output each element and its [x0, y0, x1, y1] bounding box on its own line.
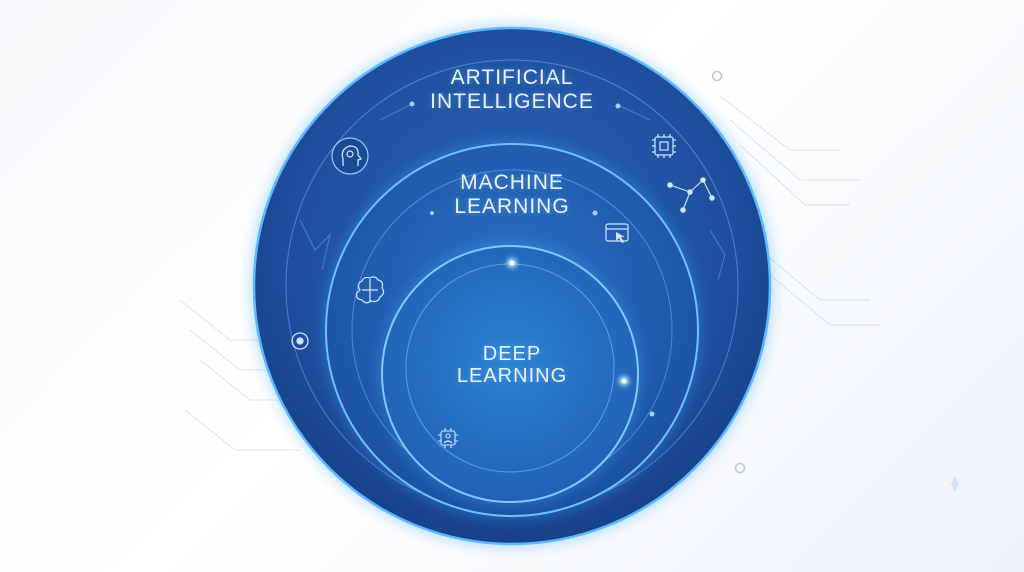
browser-cursor-icon	[605, 223, 629, 243]
ring-label-line: LEARNING	[454, 194, 570, 218]
ring-label-line: INTELLIGENCE	[430, 89, 594, 113]
decorative-ring-dot	[734, 462, 746, 474]
ring-deep-learning	[381, 245, 639, 503]
ring-label-line: ARTIFICIAL	[450, 66, 574, 89]
decorative-ring-dot	[711, 70, 723, 82]
robot-chip-icon	[438, 428, 458, 448]
ring-label-deep-learning: DEEP LEARNING	[432, 343, 592, 388]
glow-dots	[409, 101, 655, 417]
ring-label-artificial-intelligence: ARTIFICIAL INTELLIGENCE	[412, 66, 612, 113]
ring-label-machine-learning: MACHINE LEARNING	[412, 171, 612, 218]
brain-icon	[355, 276, 385, 304]
chip-icon	[652, 134, 676, 158]
head-gear-icon	[331, 137, 369, 175]
background-circuit-lines	[179, 95, 880, 451]
ring-label-line: MACHINE	[460, 171, 564, 194]
sparkle-icon	[951, 476, 959, 492]
network-traces	[299, 103, 726, 281]
network-nodes-icon	[667, 177, 715, 213]
ring-label-line: LEARNING	[456, 365, 568, 388]
target-icon	[291, 332, 309, 350]
ring-label-line: DEEP	[482, 343, 542, 365]
